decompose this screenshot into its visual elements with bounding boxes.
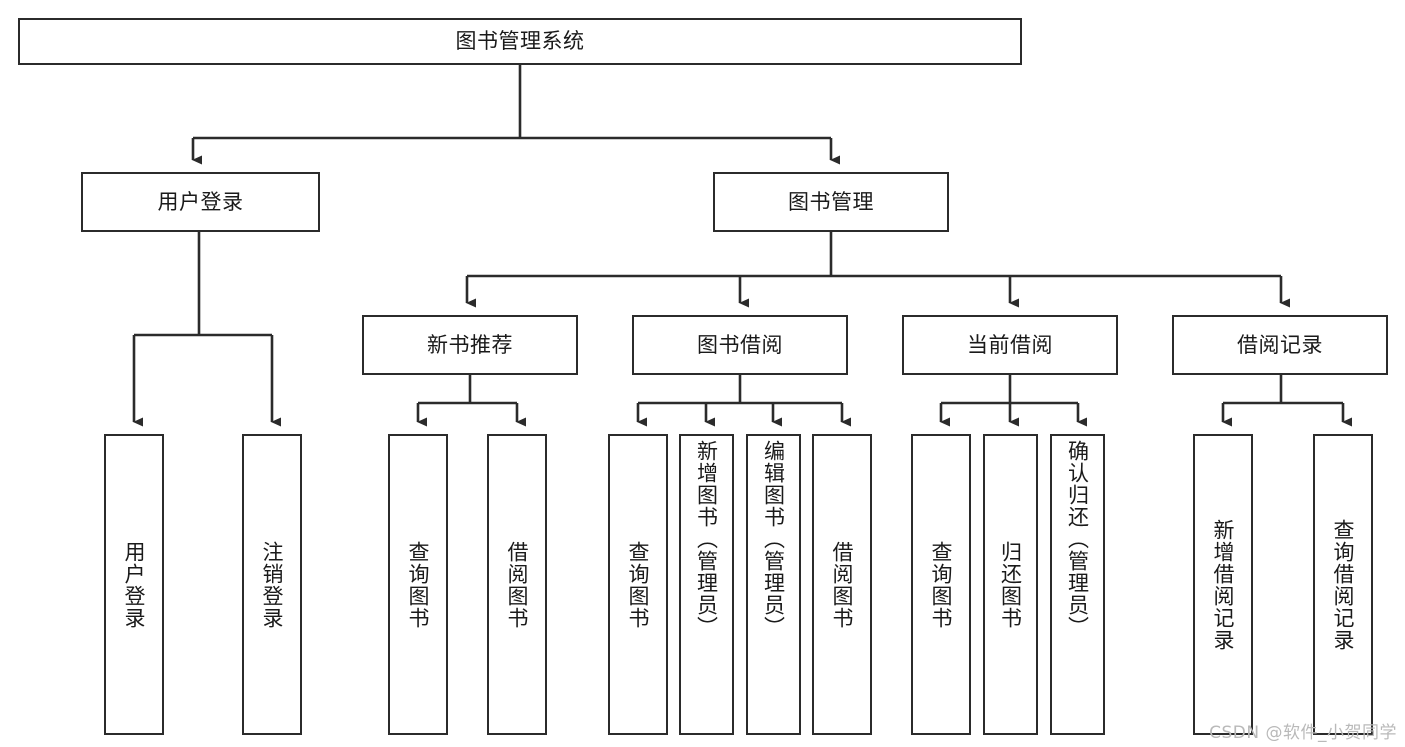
node-current-borrow-label: 当前借阅 [967,332,1053,357]
leaf-br-add-record-label: 新增借阅记录 [1211,518,1236,651]
leaf-nb-query-book-label: 查询图书 [406,540,431,629]
node-book-borrow[interactable]: 图书借阅 [632,315,848,375]
node-new-book-recommend-label: 新书推荐 [427,332,513,357]
leaf-user-login[interactable]: 用户登录 [104,434,164,735]
leaf-bb-borrow-book-label: 借阅图书 [830,540,855,629]
watermark-csdn: CSDN @软件_小贺同学 [1209,723,1397,743]
leaf-br-query-record[interactable]: 查询借阅记录 [1313,434,1373,735]
node-current-borrow[interactable]: 当前借阅 [902,315,1118,375]
leaf-bb-edit-book-label: 编辑图书（管理员） [761,440,786,638]
node-root[interactable]: 图书管理系统 [18,18,1022,65]
leaf-cb-return-book-label: 归还图书 [998,540,1023,629]
leaf-bb-edit-book[interactable]: 编辑图书（管理员） [746,434,801,735]
leaf-bb-query-book[interactable]: 查询图书 [608,434,668,735]
node-user-login-label: 用户登录 [157,189,244,214]
node-book-manage[interactable]: 图书管理 [713,172,949,232]
leaf-br-query-record-label: 查询借阅记录 [1331,518,1356,651]
leaf-cb-confirm-return-label: 确认归还（管理员） [1065,440,1090,638]
leaf-logout-label: 注销登录 [260,540,285,629]
leaf-bb-borrow-book[interactable]: 借阅图书 [812,434,872,735]
leaf-cb-confirm-return[interactable]: 确认归还（管理员） [1050,434,1105,735]
leaf-logout[interactable]: 注销登录 [242,434,302,735]
leaf-nb-query-book[interactable]: 查询图书 [388,434,448,735]
leaf-bb-query-book-label: 查询图书 [626,540,651,629]
node-book-borrow-label: 图书借阅 [697,332,783,357]
leaf-user-login-label: 用户登录 [122,540,147,629]
leaf-nb-borrow-book[interactable]: 借阅图书 [487,434,547,735]
leaf-cb-return-book[interactable]: 归还图书 [983,434,1038,735]
leaf-bb-add-book-label: 新增图书（管理员） [694,440,719,638]
leaf-br-add-record[interactable]: 新增借阅记录 [1193,434,1253,735]
node-user-login[interactable]: 用户登录 [81,172,320,232]
node-book-manage-label: 图书管理 [788,189,874,214]
leaf-cb-query-book-label: 查询图书 [929,540,954,629]
node-root-label: 图书管理系统 [455,29,585,54]
node-borrow-record[interactable]: 借阅记录 [1172,315,1388,375]
leaf-bb-add-book[interactable]: 新增图书（管理员） [679,434,734,735]
leaf-cb-query-book[interactable]: 查询图书 [911,434,971,735]
leaf-nb-borrow-book-label: 借阅图书 [505,540,530,629]
node-borrow-record-label: 借阅记录 [1237,332,1323,357]
node-new-book-recommend[interactable]: 新书推荐 [362,315,578,375]
